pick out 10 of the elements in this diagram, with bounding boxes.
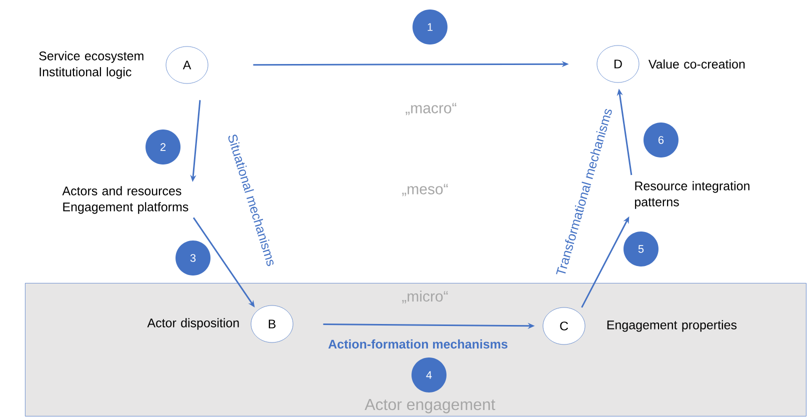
level-label: „macro“ <box>406 102 456 116</box>
node-caption: Service ecosystem Institutional logic <box>39 51 144 79</box>
node-caption: Actor disposition <box>147 318 239 330</box>
node-caption: Value co-creation <box>648 59 745 69</box>
text-label: Actors and resources Engagement platforms <box>62 186 188 214</box>
level-label: „micro“ <box>402 290 448 304</box>
text-label: Resource integration patterns <box>635 181 750 209</box>
node-caption: Engagement properties <box>607 320 737 332</box>
edge-label: Action-formation mechanisms <box>328 339 508 349</box>
level-label: „meso“ <box>402 184 448 196</box>
